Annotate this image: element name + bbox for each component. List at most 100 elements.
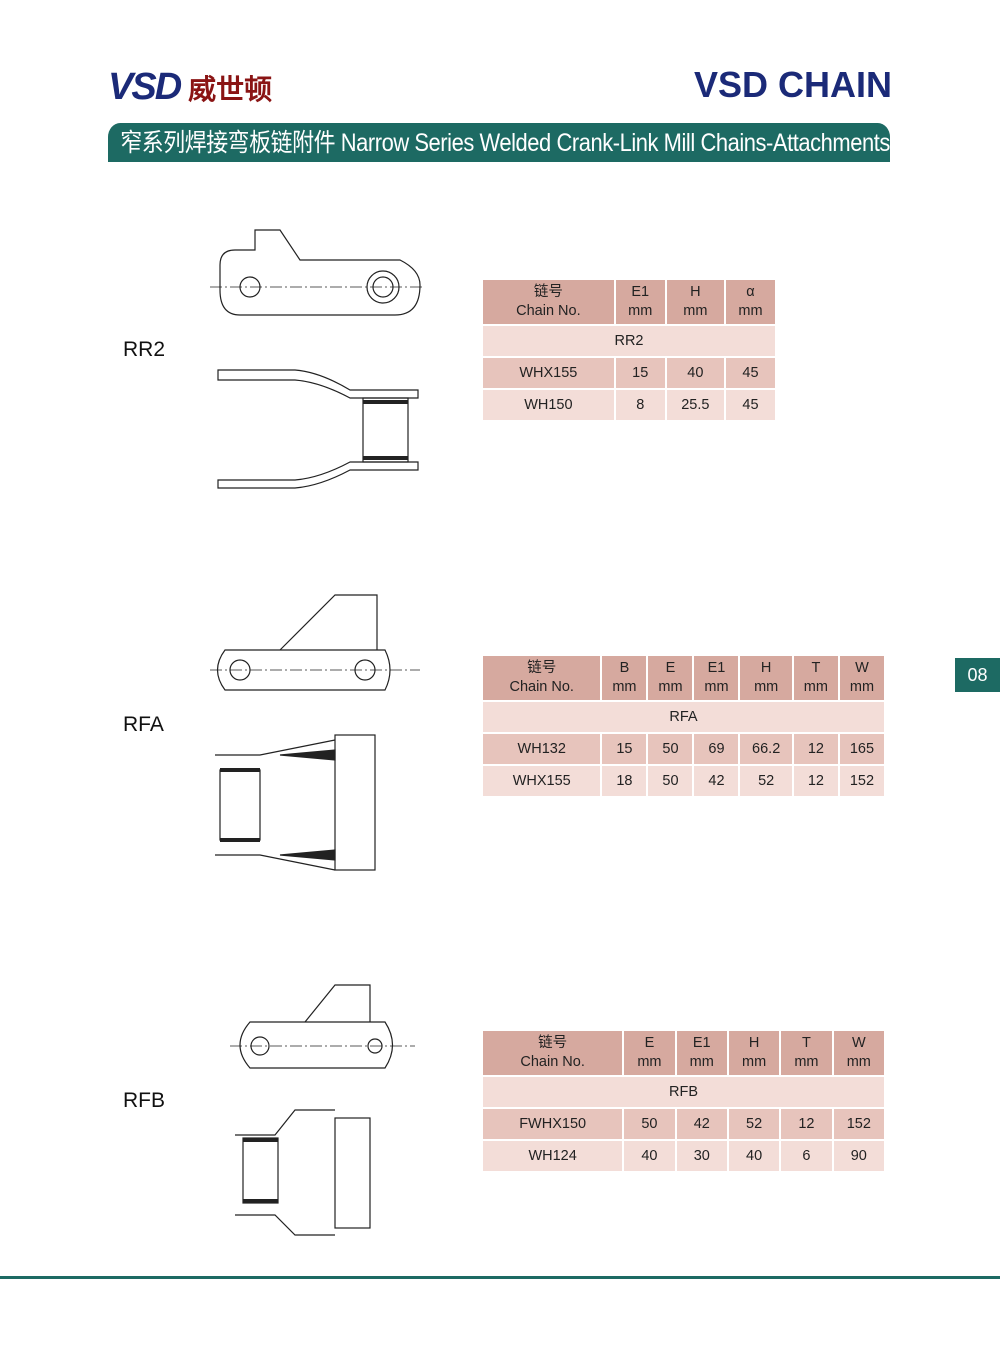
column-header-line: T xyxy=(811,660,821,676)
section-label-rr2: RR2 xyxy=(123,338,166,361)
table-cell: 52 xyxy=(740,764,792,796)
table-cell: WHX155 xyxy=(483,356,614,388)
logo: VSD 威世顿 xyxy=(108,66,272,109)
rfb-drawing xyxy=(230,984,415,1236)
column-header-line: W xyxy=(851,1035,866,1051)
column-header-line: mm xyxy=(704,679,729,695)
rr2-drawing xyxy=(210,229,425,489)
column-header-line: Chain No. xyxy=(516,303,581,319)
column-header-line: Chain No. xyxy=(509,679,574,695)
logo-chinese: 威世顿 xyxy=(188,73,273,105)
table-cell: 40 xyxy=(624,1139,675,1171)
table-cell: 15 xyxy=(602,732,647,764)
table-cell: WH150 xyxy=(483,388,614,420)
column-header-line: B xyxy=(619,660,630,676)
footer-rule xyxy=(0,1276,1000,1279)
table-cell: 6 xyxy=(781,1139,832,1171)
column-header-line: E xyxy=(665,660,676,676)
table-cell: 18 xyxy=(602,764,647,796)
column-header: E1 mm xyxy=(615,280,665,324)
table-cell: 69 xyxy=(694,732,739,764)
table-cell: WH132 xyxy=(483,732,601,764)
table-cell: 165 xyxy=(839,732,884,764)
group-label: RFB xyxy=(483,1075,884,1107)
column-header-line: mm xyxy=(846,1054,871,1070)
rfa-drawing xyxy=(210,594,420,871)
table-cell: 50 xyxy=(648,732,693,764)
group-row: RFB xyxy=(483,1075,884,1107)
column-header-line: mm xyxy=(683,303,708,319)
table-cell: 42 xyxy=(676,1107,727,1139)
section-label-rfb: RFB xyxy=(123,1089,165,1112)
column-header: 链号 Chain No. xyxy=(483,1031,623,1075)
column-header-line: mm xyxy=(754,679,779,695)
table-cell: 40 xyxy=(666,356,724,388)
table-cell: 45 xyxy=(725,356,775,388)
column-header-line: 链号 xyxy=(533,284,563,300)
table-cell: 12 xyxy=(781,1107,832,1139)
table-cell: 40 xyxy=(728,1139,780,1171)
table-cell: 50 xyxy=(624,1107,675,1139)
column-header-line: mm xyxy=(689,1054,714,1070)
column-header-line: H xyxy=(748,1035,760,1051)
table-cell: 30 xyxy=(676,1139,727,1171)
column-header: 链号 Chain No. xyxy=(483,656,601,700)
table-cell: 42 xyxy=(694,764,739,796)
column-header: E1 mm xyxy=(676,1031,727,1075)
column-header-line: E1 xyxy=(707,660,726,676)
column-header: E1 mm xyxy=(694,656,739,700)
column-header-line: W xyxy=(855,660,869,676)
column-header-line: Chain No. xyxy=(520,1054,585,1070)
group-label: RR2 xyxy=(483,324,775,356)
column-header-line: mm xyxy=(658,679,683,695)
logo-mark: VSD xyxy=(108,66,182,108)
column-header-line: E1 xyxy=(692,1035,711,1051)
column-header-line: E1 xyxy=(631,284,650,300)
column-header-line: α xyxy=(746,284,755,300)
group-label: RFA xyxy=(483,700,884,732)
table-cell: 8 xyxy=(615,388,665,420)
table-cell: 25.5 xyxy=(666,388,724,420)
column-header-line: mm xyxy=(738,303,763,319)
column-header-line: 链号 xyxy=(527,660,557,676)
column-header-line: H xyxy=(690,284,701,300)
column-header-line: T xyxy=(801,1035,811,1051)
table-cell: FWHX150 xyxy=(483,1107,623,1139)
table-cell: 152 xyxy=(833,1107,884,1139)
table-cell: 52 xyxy=(728,1107,780,1139)
column-header-line: mm xyxy=(628,303,653,319)
column-header-line: H xyxy=(760,660,772,676)
table-cell: 15 xyxy=(615,356,665,388)
table-cell: 50 xyxy=(648,764,693,796)
table-cell: 45 xyxy=(725,388,775,420)
table-cell: 152 xyxy=(839,764,884,796)
column-header-line: 链号 xyxy=(538,1035,568,1051)
column-header: α mm xyxy=(725,280,775,324)
column-header-line: mm xyxy=(794,1054,819,1070)
group-row: RR2 xyxy=(483,324,775,356)
column-header-line: mm xyxy=(849,679,875,695)
column-header-line: mm xyxy=(612,679,637,695)
table-cell: WHX155 xyxy=(483,764,601,796)
page-tab: 08 xyxy=(955,658,1000,692)
